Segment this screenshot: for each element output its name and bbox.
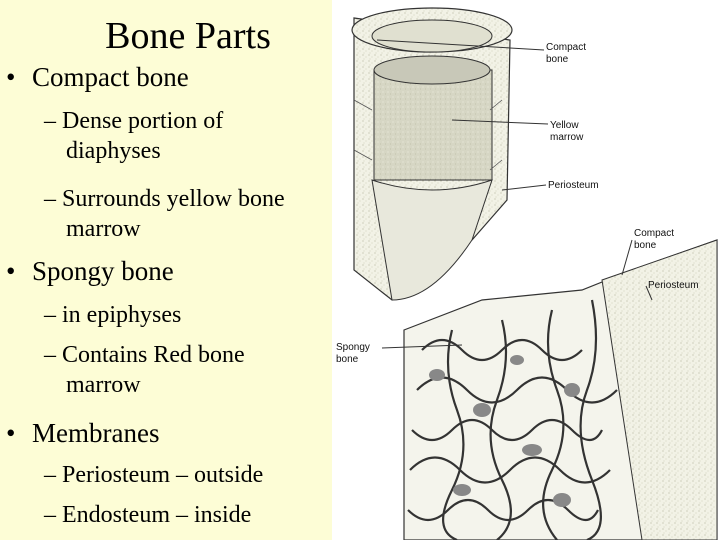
bullet-label: Membranes	[32, 418, 160, 448]
label-spongy-bone-2: bone	[336, 354, 359, 365]
label-periosteum-top: Periosteum	[548, 180, 599, 191]
label-yellow-marrow-2: marrow	[550, 132, 584, 143]
bone-diagram-svg: Compact bone Yellow marrow Periosteum Co…	[336, 7, 718, 540]
bullet-dot-icon: •	[6, 62, 16, 92]
sub-bullet-line: – Surrounds yellow bone	[44, 186, 285, 212]
label-leaders	[376, 39, 653, 349]
label-compact-bone-bottom: Compact	[634, 228, 674, 239]
bone-illustration: Compact bone Yellow marrow Periosteum Co…	[332, 0, 720, 540]
bullet-label: Spongy bone	[32, 256, 174, 286]
slide-title: Bone Parts	[105, 15, 271, 57]
sub-bullet: – Surrounds yellow bone marrow	[44, 184, 285, 244]
label-spongy-bone: Spongy	[336, 342, 370, 353]
sub-bullet: – Periosteum – outside	[44, 460, 263, 490]
label-compact-bone-top: Compact	[546, 42, 586, 53]
sub-bullet-continuation: diaphyses	[66, 138, 161, 164]
diaphysis-drawing	[351, 7, 513, 301]
sub-bullet-line: – Endosteum – inside	[44, 502, 252, 528]
sub-bullet: – in epiphyses	[44, 300, 181, 330]
sub-bullet: – Endosteum – inside	[44, 500, 251, 530]
epiphysis-drawing	[403, 239, 718, 540]
bullet-spongy-bone: • Spongy bone	[6, 256, 174, 287]
sub-bullet-line: – Periosteum – outside	[44, 462, 264, 488]
sub-bullet-line: – Contains Red bone	[44, 342, 245, 368]
bullet-dot-icon: •	[6, 256, 16, 286]
bullet-label: Compact bone	[32, 62, 189, 92]
sub-bullet-line: – in epiphyses	[44, 302, 182, 328]
sub-bullet-continuation: marrow	[66, 216, 141, 242]
label-compact-bone-top-2: bone	[546, 54, 569, 65]
sub-bullet-continuation: marrow	[66, 372, 141, 398]
label-yellow-marrow: Yellow	[550, 120, 579, 131]
sub-bullet: – Contains Red bone marrow	[44, 340, 245, 400]
sub-bullet: – Dense portion of diaphyses	[44, 106, 223, 166]
sub-bullet-line: – Dense portion of	[44, 108, 224, 134]
label-compact-bone-bottom-2: bone	[634, 240, 657, 251]
bullet-membranes: • Membranes	[6, 418, 159, 449]
bullet-dot-icon: •	[6, 418, 16, 448]
label-periosteum-bottom: Periosteum	[648, 280, 699, 291]
bullet-compact-bone: • Compact bone	[6, 62, 189, 93]
